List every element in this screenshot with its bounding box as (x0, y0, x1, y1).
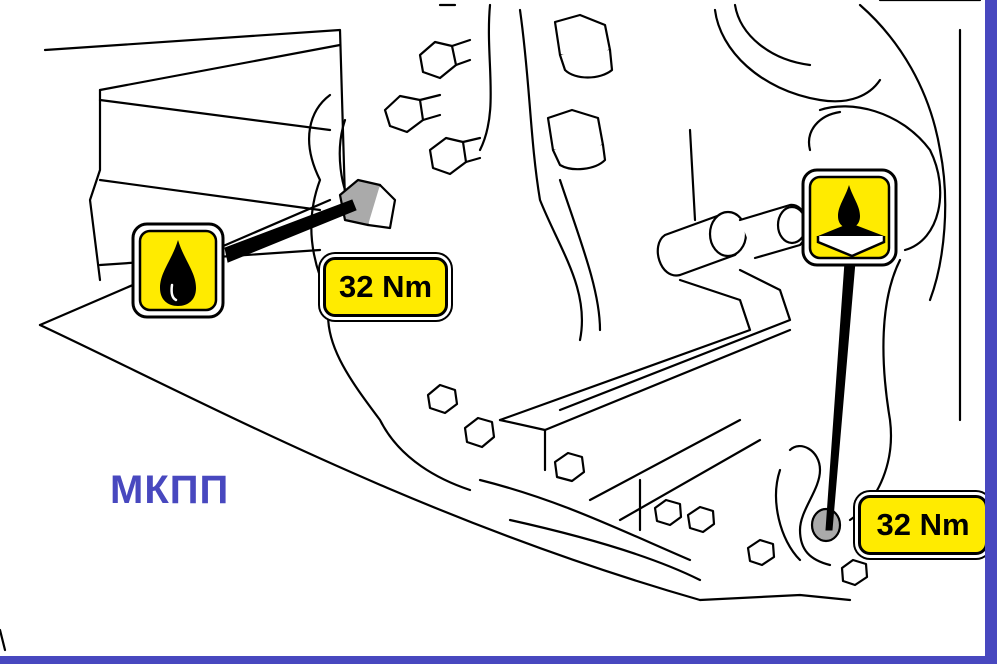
frame-border-right (985, 0, 997, 664)
shift-selector-cylinders (656, 203, 809, 277)
engine-block-outline (0, 28, 347, 652)
lower-flange (698, 445, 852, 602)
frame-border-bottom (0, 656, 997, 664)
oil-drain-icon (801, 168, 898, 267)
transmission-housing-outline (38, 0, 982, 602)
drain-plug-torque-label: 32 Nm (858, 495, 988, 555)
oil-drop-icon (131, 222, 225, 319)
fill-plug-torque-label: 32 Nm (323, 257, 448, 317)
gear-lever-arm (478, 268, 792, 582)
diagram-title: МКПП (110, 468, 230, 512)
fill-plug (338, 178, 397, 230)
input-shaft-boss (807, 105, 942, 252)
bolt-shafts (418, 38, 482, 164)
housing-bolts (383, 13, 869, 587)
